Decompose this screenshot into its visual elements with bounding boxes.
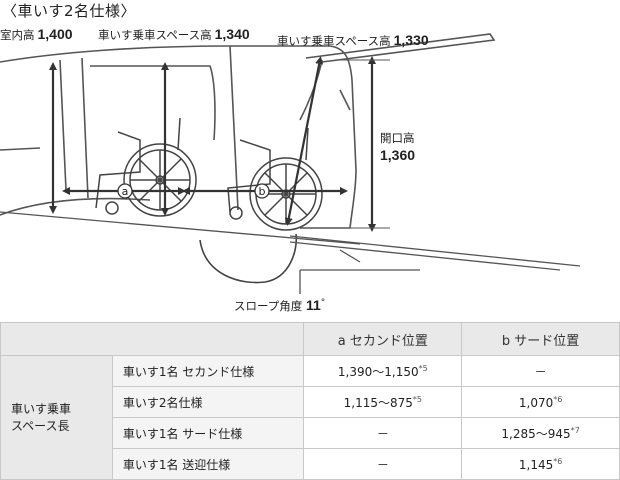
table-row: 車いす2名仕様 1,115～875*5 1,070*6 bbox=[1, 386, 620, 418]
table-row: 車いす1名 送迎仕様 － 1,145*6 bbox=[1, 448, 620, 480]
marker-a-label: a bbox=[122, 185, 129, 198]
slope-unit: ° bbox=[320, 298, 326, 309]
row-label: 車いす1名 送迎仕様 bbox=[111, 448, 305, 480]
cell-a: 1,115～875*5 bbox=[303, 386, 463, 418]
cell-b: 1,070*6 bbox=[461, 386, 620, 418]
table-header-row: a セカンド位置 b サード位置 bbox=[0, 322, 620, 356]
row-label: 車いす2名仕様 bbox=[111, 386, 305, 418]
vehicle-outline bbox=[0, 33, 496, 229]
ramp bbox=[0, 211, 581, 294]
table-header-a: a セカンド位置 bbox=[303, 322, 463, 356]
wheelchair-b bbox=[227, 127, 323, 231]
dimension-arrows bbox=[49, 56, 376, 232]
cell-a: － bbox=[303, 417, 463, 449]
seat2-height-value: 1,340 bbox=[214, 26, 250, 42]
cell-a: 1,390～1,150*5 bbox=[303, 355, 463, 387]
opening-bracket bbox=[340, 59, 390, 229]
cell-b: － bbox=[461, 355, 620, 387]
page-title: 〈車いす2名仕様〉 bbox=[2, 2, 137, 20]
vehicle-diagram: a b bbox=[0, 33, 581, 294]
marker-a: a bbox=[117, 183, 133, 199]
marker-b: b bbox=[254, 183, 270, 199]
rear-wheel bbox=[199, 233, 298, 284]
wheelchair-a bbox=[95, 117, 197, 217]
table-header-b: b サード位置 bbox=[461, 322, 620, 356]
row-label: 車いす1名 セカンド仕様 bbox=[111, 355, 305, 387]
marker-b-label: b bbox=[259, 185, 266, 198]
opening-height-value: 1,360 bbox=[380, 147, 416, 163]
cell-a: － bbox=[303, 448, 463, 480]
table-row: 車いす乗車スペース長 車いす1名 セカンド仕様 1,390～1,150*5 － bbox=[0, 355, 620, 480]
cell-b: 1,145*6 bbox=[461, 448, 620, 480]
room-height-value: 1,400 bbox=[37, 26, 73, 42]
space-length-table: a セカンド位置 b サード位置 車いす乗車スペース長 車いす1名 セカンド仕様… bbox=[0, 322, 620, 480]
slope-value: 11 bbox=[305, 297, 321, 313]
group-label: 車いす乗車スペース長 bbox=[0, 355, 113, 480]
slope-angle: スロープ角度 11° bbox=[234, 297, 325, 314]
cell-b: 1,285～945*7 bbox=[461, 417, 620, 449]
table-header-empty bbox=[0, 322, 305, 356]
row-label: 車いす1名 サード仕様 bbox=[111, 417, 305, 449]
slope-label: スロープ角度 bbox=[234, 299, 303, 313]
seat3-height-value: 1,330 bbox=[393, 32, 429, 48]
